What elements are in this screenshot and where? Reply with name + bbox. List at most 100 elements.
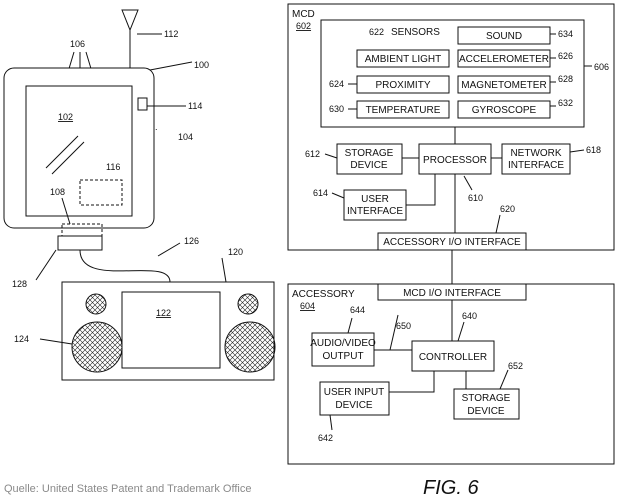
- ref-624: 624: [329, 79, 344, 89]
- handheld-device: 112 106 100 114 . 104 102 116 108 128: [3, 9, 209, 289]
- ref-606: 606: [594, 62, 609, 72]
- ref-104: 104: [178, 132, 193, 142]
- mcd-storage-label-1: STORAGE: [345, 148, 394, 159]
- mcd-io-interface-label: MCD I/O INTERFACE: [403, 288, 501, 299]
- controller-box: [411, 340, 495, 372]
- mcd-user-interface-box: [343, 189, 407, 221]
- mcd-title: MCD: [292, 9, 315, 20]
- leader-100: [149, 61, 193, 71]
- ref-644: 644: [350, 305, 365, 315]
- accessory-storage-label-2: DEVICE: [467, 406, 505, 417]
- woofer-icon: [224, 321, 276, 373]
- processor-box: [418, 143, 492, 175]
- ref-114: 114: [188, 101, 202, 111]
- ref-102: 102: [58, 112, 73, 122]
- ref-634: 634: [558, 29, 573, 39]
- leader-640: [457, 321, 465, 342]
- leader-126: [157, 242, 181, 257]
- accessory-frame: [287, 283, 615, 465]
- ref-104-dot: .: [155, 122, 158, 132]
- controller-to-user-input: [389, 371, 435, 393]
- ref-642: 642: [318, 433, 333, 443]
- leader-652: [499, 369, 509, 390]
- cable: [79, 249, 171, 283]
- leader-120: [221, 257, 227, 283]
- network-interface-box: [501, 143, 571, 175]
- user-input-device-box: [319, 381, 390, 416]
- leader-612: [324, 153, 338, 159]
- user-input-device-label-2: DEVICE: [335, 400, 373, 411]
- ref-612: 612: [305, 149, 320, 159]
- tweeter-icon: [237, 293, 259, 315]
- accessory-block: ACCESSORY 604 MCD I/O INTERFACE AUDIO/VI…: [287, 283, 615, 465]
- network-interface-label-2: INTERFACE: [508, 160, 564, 171]
- ref-650: 650: [396, 321, 411, 331]
- mcd-user-interface-label-2: INTERFACE: [347, 206, 403, 217]
- leader-128: [35, 249, 57, 281]
- leader-610: [463, 175, 473, 191]
- accessory-speaker-unit: 120 122 124: [14, 247, 276, 381]
- ref-100: 100: [194, 60, 209, 70]
- ref-622: 622: [369, 27, 384, 37]
- sensors-title: SENSORS: [391, 27, 440, 38]
- sound-box: [457, 26, 551, 45]
- glare-lines: [45, 135, 85, 175]
- ref-620: 620: [500, 204, 515, 214]
- ref-632: 632: [558, 98, 573, 108]
- leader-642: [329, 414, 333, 431]
- gyroscope-label: GYROSCOPE: [472, 105, 537, 116]
- ref-128: 128: [12, 279, 27, 289]
- audio-video-output-label-1: AUDIO/VIDEO: [310, 338, 376, 349]
- accessory-ref: 604: [300, 301, 315, 311]
- magnetometer-label: MAGNETOMETER: [461, 80, 546, 91]
- mcd-block: MCD 602 606 622 SENSORS AMBIENT LIGHT SO…: [287, 3, 615, 251]
- ref-108: 108: [50, 187, 65, 197]
- ref-652: 652: [508, 361, 523, 371]
- ambient-light-box: [356, 49, 450, 68]
- side-button: [137, 97, 148, 111]
- ref-120: 120: [228, 247, 243, 257]
- ref-628: 628: [558, 74, 573, 84]
- gyroscope-box: [457, 100, 551, 119]
- tweeter-icon: [85, 293, 107, 315]
- accessory-title: ACCESSORY: [292, 289, 355, 300]
- ref-626: 626: [558, 51, 573, 61]
- antenna-icon: [121, 9, 139, 68]
- audio-video-output-label-2: OUTPUT: [322, 351, 363, 362]
- mcd-storage-box: [336, 143, 403, 175]
- ref-124: 124: [14, 334, 29, 344]
- ambient-light-label: AMBIENT LIGHT: [365, 54, 442, 65]
- ref-112: 112: [164, 29, 178, 39]
- accessory-storage-box: [453, 388, 520, 420]
- ref-640: 640: [462, 311, 477, 321]
- mcd-storage-label-2: DEVICE: [350, 160, 388, 171]
- component-116: [79, 179, 123, 206]
- leader-644: [347, 317, 353, 334]
- leader-614: [331, 192, 345, 199]
- leader-620: [495, 214, 501, 234]
- user-input-device-label-1: USER INPUT: [324, 387, 385, 398]
- woofer-icon: [71, 321, 123, 373]
- leader-618: [569, 149, 585, 153]
- accelerometer-label: ACCELEROMETER: [459, 54, 549, 65]
- ref-618: 618: [586, 145, 601, 155]
- temperature-label: TEMPERATURE: [366, 105, 441, 116]
- audio-video-output-box: [311, 332, 375, 367]
- accessory-io-interface-label: ACCESSORY I/O INTERFACE: [383, 237, 521, 248]
- source-credit: Quelle: United States Patent and Tradema…: [4, 483, 251, 495]
- processor-to-ui: [406, 174, 436, 206]
- screen: [25, 85, 133, 217]
- figure-label: FIG. 6: [423, 477, 479, 499]
- proximity-label: PROXIMITY: [375, 80, 430, 91]
- accessory-storage-label-1: STORAGE: [462, 393, 511, 404]
- ref-126: 126: [184, 236, 199, 246]
- accessory-display: [121, 291, 221, 369]
- ref-610: 610: [468, 193, 483, 203]
- leader-108: [61, 197, 71, 225]
- ref-630: 630: [329, 104, 344, 114]
- processor-label: PROCESSOR: [423, 155, 487, 166]
- ref-116: 116: [106, 162, 120, 172]
- ref-122: 122: [156, 308, 171, 318]
- network-interface-label-1: NETWORK: [510, 148, 561, 159]
